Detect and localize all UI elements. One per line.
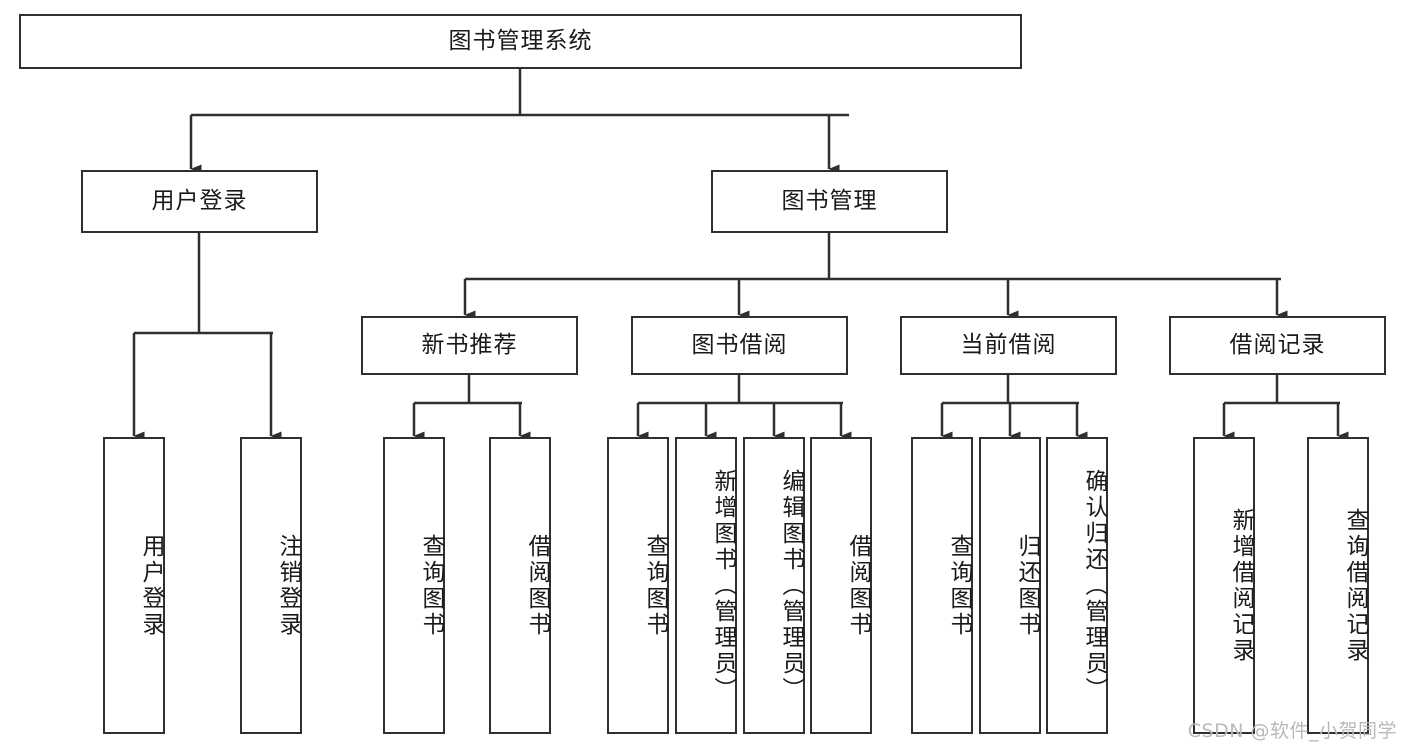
leaf-currentborrow-return-book[interactable]: 归还图书: [979, 437, 1041, 734]
node-new-book-recommend[interactable]: 新书推荐: [361, 316, 578, 375]
connector-newbook-to-leaves: [412, 375, 531, 441]
leaf-user-logout[interactable]: 注销登录: [240, 437, 302, 734]
leaf-bookborrow-borrow-book[interactable]: 借阅图书: [810, 437, 872, 734]
leaf-currentborrow-confirm-return-admin[interactable]: 确认归还（管理员）: [1046, 437, 1108, 734]
node-label: 当前借阅: [960, 331, 1057, 358]
node-label: 借阅图书: [845, 533, 871, 638]
node-label: 确认归还（管理员）: [1081, 468, 1107, 703]
node-label: 图书管理系统: [448, 27, 593, 54]
node-label: 编辑图书（管理员）: [778, 468, 804, 703]
node-label: 查询借阅记录: [1342, 507, 1368, 664]
connector-userlogin-to-leaves: [132, 233, 282, 441]
node-book-management[interactable]: 图书管理: [711, 170, 948, 233]
leaf-borrowrecord-add-record[interactable]: 新增借阅记录: [1193, 437, 1255, 734]
connector-bookborrow-to-leaves: [636, 375, 852, 441]
node-label: 借阅图书: [524, 533, 550, 638]
node-label: 归还图书: [1014, 533, 1040, 638]
node-root-system[interactable]: 图书管理系统: [19, 14, 1022, 69]
connector-borrowrecord-to-leaves: [1222, 375, 1349, 441]
node-current-borrow[interactable]: 当前借阅: [900, 316, 1117, 375]
node-label: 用户登录: [138, 533, 164, 638]
leaf-user-login[interactable]: 用户登录: [103, 437, 165, 734]
csdn-watermark: CSDN @软件_小贺同学: [1187, 720, 1397, 742]
node-label: 用户登录: [151, 187, 248, 214]
leaf-bookborrow-edit-book-admin[interactable]: 编辑图书（管理员）: [743, 437, 805, 734]
leaf-newbook-borrow-book[interactable]: 借阅图书: [489, 437, 551, 734]
node-borrow-record[interactable]: 借阅记录: [1169, 316, 1386, 375]
node-label: 图书借阅: [691, 331, 788, 358]
node-label: 新增借阅记录: [1228, 507, 1254, 664]
connector-root-to-level2: [189, 69, 849, 174]
node-label: 查询图书: [642, 533, 668, 638]
leaf-borrowrecord-query-record[interactable]: 查询借阅记录: [1307, 437, 1369, 734]
leaf-currentborrow-query-book[interactable]: 查询图书: [911, 437, 973, 734]
node-user-login[interactable]: 用户登录: [81, 170, 318, 233]
leaf-newbook-query-book[interactable]: 查询图书: [383, 437, 445, 734]
node-book-borrow[interactable]: 图书借阅: [631, 316, 848, 375]
connector-currentborrow-to-leaves: [940, 375, 1088, 441]
leaf-bookborrow-query-book[interactable]: 查询图书: [607, 437, 669, 734]
node-label: 借阅记录: [1229, 331, 1326, 358]
connector-bookmgmt-to-level3: [463, 233, 1288, 320]
node-label: 图书管理: [781, 187, 878, 214]
node-label: 新增图书（管理员）: [710, 468, 736, 703]
node-label: 查询图书: [418, 533, 444, 638]
leaf-bookborrow-add-book-admin[interactable]: 新增图书（管理员）: [675, 437, 737, 734]
node-label: 注销登录: [275, 533, 301, 638]
node-label: 新书推荐: [421, 331, 518, 358]
node-label: 查询图书: [946, 533, 972, 638]
